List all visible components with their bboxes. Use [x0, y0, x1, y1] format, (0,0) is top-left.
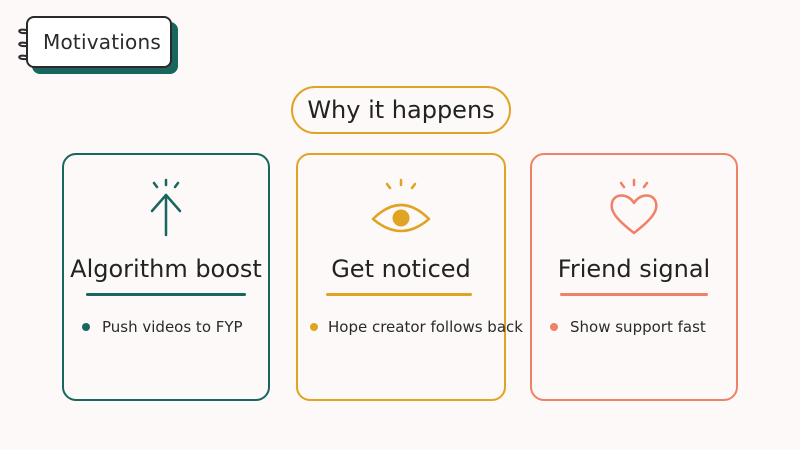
- bullet-dot: [82, 323, 90, 331]
- card-underline: [326, 293, 472, 296]
- card-icon-wrap: [532, 173, 736, 243]
- card-bullet: Push videos to FYP: [64, 318, 268, 336]
- card-icon-wrap: [298, 173, 504, 243]
- card-title: Algorithm boost: [70, 255, 262, 283]
- tag-card: Motivations: [26, 16, 172, 68]
- card-underline: [560, 293, 708, 296]
- arrow-up-icon: [150, 178, 182, 237]
- bullet-dot: [550, 323, 558, 331]
- card-friend-signal: Friend signal Show support fast: [530, 153, 738, 401]
- section-tag: Motivations: [18, 16, 178, 74]
- card-title: Friend signal: [557, 255, 711, 283]
- binder-rings-icon: [18, 28, 27, 61]
- card-bullet: Hope creator follows back: [298, 318, 523, 336]
- card-algorithm-boost: Algorithm boost Push videos to FYP: [62, 153, 270, 401]
- card-bullet: Show support fast: [532, 318, 736, 336]
- card-get-noticed: Get noticed Hope creator follows back: [296, 153, 523, 401]
- tag-label: Motivations: [43, 30, 161, 54]
- card-title: Get noticed: [331, 255, 471, 283]
- card-underline: [86, 293, 246, 296]
- eye-icon: [371, 178, 431, 233]
- bullet-dot: [310, 323, 318, 331]
- bullet-text: Hope creator follows back: [328, 318, 523, 336]
- bullet-text: Push videos to FYP: [102, 318, 243, 336]
- bullet-text: Show support fast: [570, 318, 706, 336]
- heading-pill: Why it happens: [291, 86, 511, 134]
- heart-icon: [610, 178, 658, 235]
- card-icon-wrap: [64, 173, 268, 243]
- heading-text: Why it happens: [307, 96, 495, 124]
